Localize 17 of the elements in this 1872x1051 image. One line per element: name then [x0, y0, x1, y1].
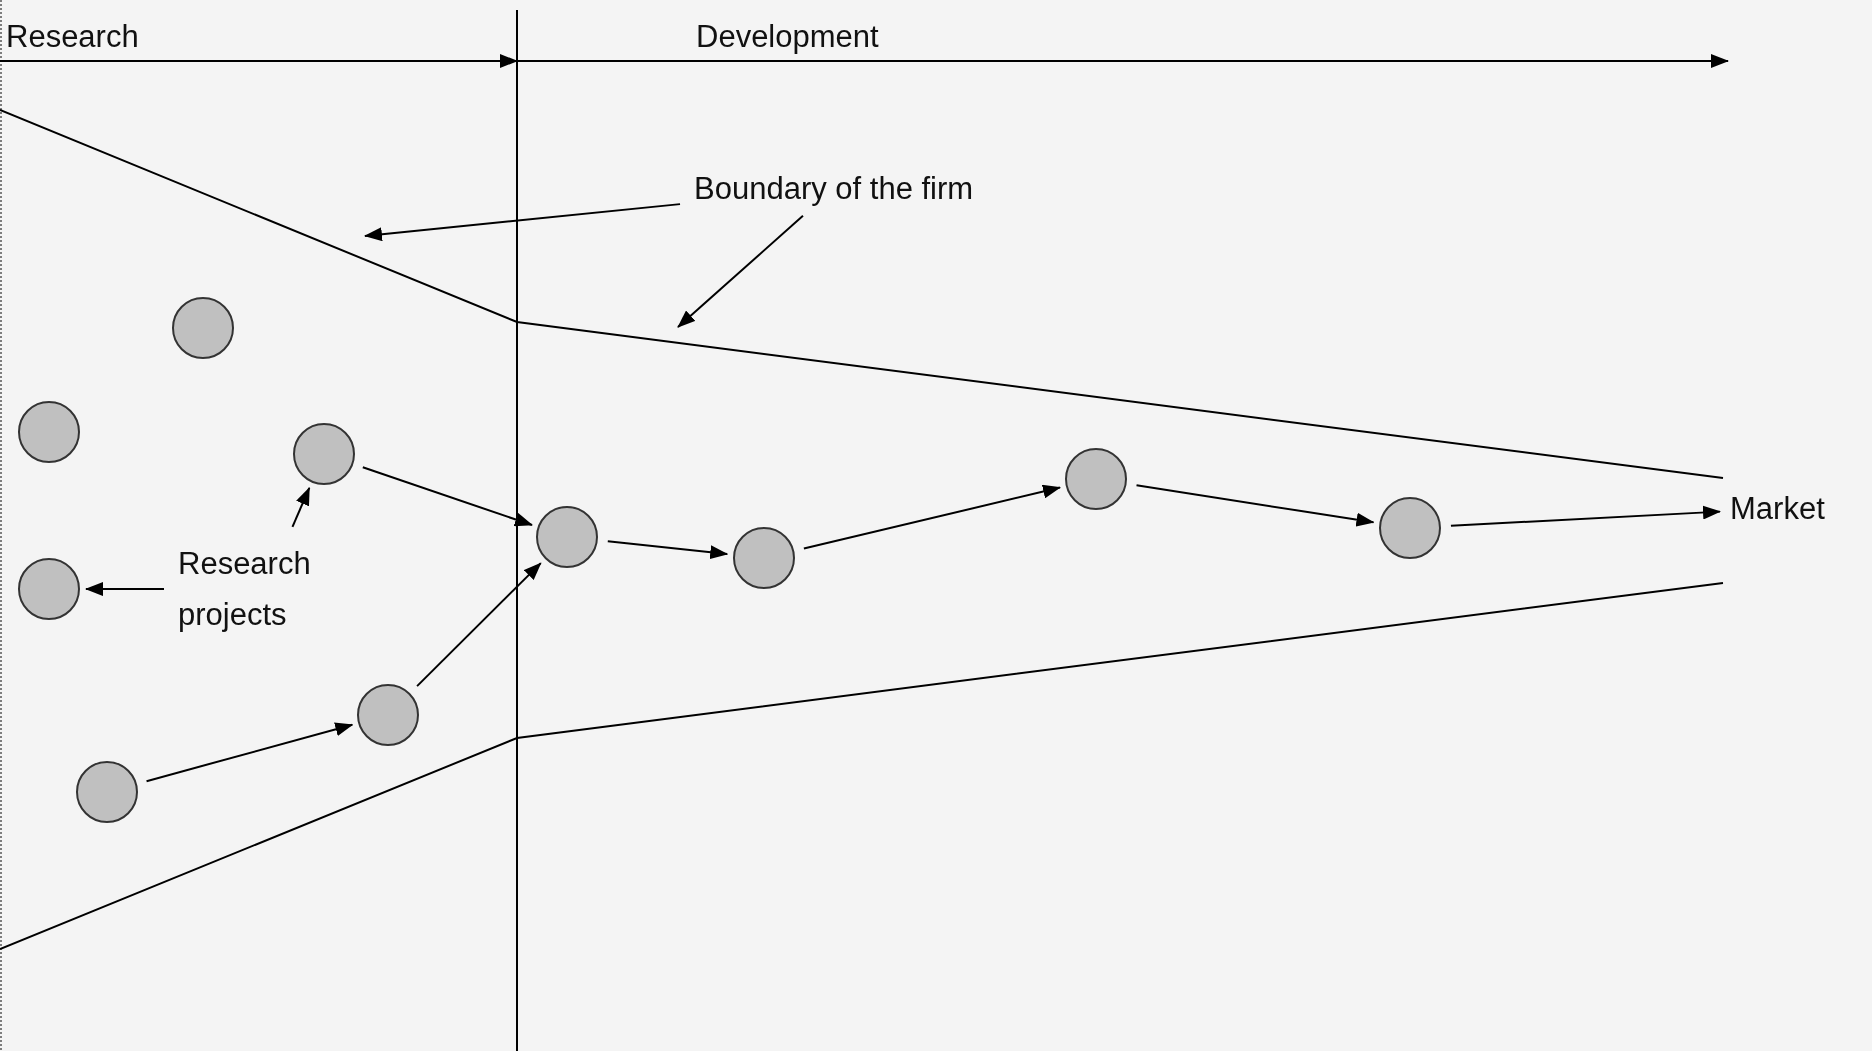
node-label: Boundary of the firm [694, 170, 974, 208]
node-label: Market [1730, 490, 1825, 528]
project-circle [357, 684, 419, 746]
leader-arrow [364, 203, 682, 242]
leader-arrow [291, 486, 311, 528]
arrow [1135, 484, 1375, 527]
arrow [416, 562, 542, 688]
phase-label: Development [696, 18, 879, 56]
arrow [145, 722, 354, 783]
leader-arrow [677, 214, 804, 328]
leader-arrow [85, 582, 165, 597]
phase-label: Research [6, 18, 139, 56]
node-label: Research projects [178, 538, 353, 641]
arrow [606, 540, 729, 560]
arrow [802, 484, 1061, 550]
arrow [361, 466, 533, 527]
arrow [1449, 505, 1721, 527]
